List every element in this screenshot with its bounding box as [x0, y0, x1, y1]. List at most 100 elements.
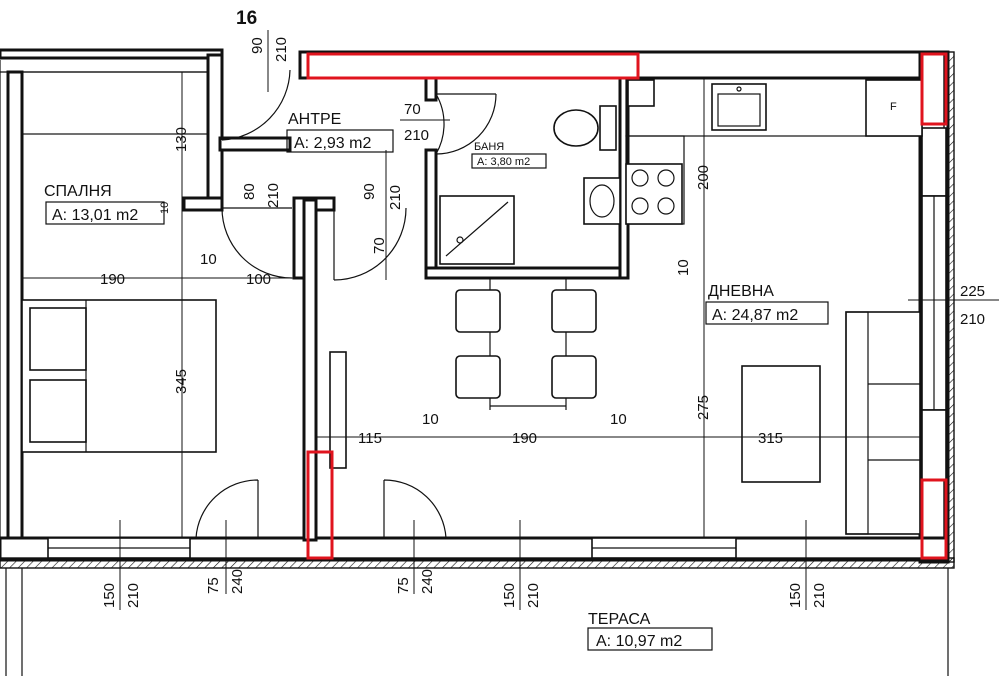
dim-225: 225: [960, 283, 985, 300]
red-markers: [306, 52, 948, 560]
room-name-spalnya: СПАЛНЯ: [44, 183, 112, 200]
dim-315: 315: [758, 430, 783, 447]
bath-cabinet: [627, 79, 655, 107]
wall-bath-bottom: [424, 266, 628, 280]
dim-bath-door-h: 210: [404, 127, 429, 144]
dim-window2-a: 150: [501, 583, 518, 608]
door-entry: [221, 68, 291, 141]
wall-bedroom-right-low: [182, 196, 224, 212]
dining-set: [455, 278, 597, 410]
room-name-antre: АНТРЕ: [288, 111, 341, 128]
dim-80-h: 210: [265, 183, 282, 208]
door-terrace-right: [383, 479, 447, 539]
marker-bottom-column: [306, 450, 334, 560]
wall-left: [6, 70, 24, 544]
room-labels: 16 АНТРЕ A: 2,93 m2 БАНЯ A: 3,80 m2 СПАЛ…: [44, 8, 829, 651]
dim-10-e: 10: [675, 259, 692, 276]
dim-200: 200: [695, 165, 712, 190]
tv-unit: [329, 351, 347, 469]
dim-345: 345: [173, 369, 190, 394]
windows: [47, 127, 947, 559]
dining-chair: [551, 355, 597, 399]
burner-icon: [631, 169, 649, 187]
dim-window1-a: 150: [101, 583, 118, 608]
door-bedroom: [221, 207, 293, 279]
toilet-tank: [599, 105, 617, 151]
dining-chair: [551, 289, 597, 333]
door-terrace-left: [195, 479, 259, 539]
burner-icon: [631, 197, 649, 215]
dim-door2-a: 75: [395, 577, 412, 594]
room-name-banya: БАНЯ: [474, 141, 504, 153]
wall-top-right: [298, 50, 942, 80]
dimension-texts: 90 210 70 210 80 210 90 210 70 130 10 19…: [100, 30, 985, 610]
dim-window3-b: 210: [811, 583, 828, 608]
shower-drain-icon: [456, 236, 464, 244]
dim-90-h: 210: [387, 185, 404, 210]
room-area-dnevna: A: 24,87 m2: [712, 307, 798, 324]
wall-entry-right: [218, 136, 292, 152]
dim-10-b: 10: [200, 251, 217, 268]
room-area-terasa: A: 10,97 m2: [596, 633, 682, 650]
dim-window1-b: 210: [125, 583, 142, 608]
doors: [195, 68, 497, 539]
dim-225-h: 210: [960, 311, 985, 328]
room-area-antre: A: 2,93 m2: [294, 135, 371, 152]
wall-bath-left: [424, 148, 438, 277]
bed: [21, 299, 217, 453]
living-furniture: [329, 311, 921, 535]
wall-bath-top-stub: [424, 76, 438, 102]
dim-130: 130: [173, 127, 190, 152]
marker-right-top: [920, 52, 948, 126]
door-living: [333, 207, 407, 281]
bathroom-fixtures: [439, 79, 655, 265]
wall-bottom-hatch: [0, 557, 955, 569]
room-area-banya: A: 3,80 m2: [477, 156, 530, 168]
sofa: [845, 311, 921, 535]
dim-90: 90: [361, 183, 378, 200]
unit-number: 16: [236, 8, 257, 29]
pillow: [29, 379, 87, 443]
dining-chair: [455, 355, 501, 399]
marker-right-bottom: [920, 478, 948, 560]
dim-door1-b: 240: [229, 569, 246, 594]
dim-115: 115: [358, 430, 382, 447]
marker-top: [306, 52, 640, 80]
kitchen-sink: [711, 83, 767, 131]
kitchen: F: [625, 79, 923, 225]
burner-icon: [657, 169, 675, 187]
room-name-terasa: ТЕРАСА: [588, 611, 651, 628]
pillow: [29, 307, 87, 371]
dim-entry-door-h: 210: [273, 37, 290, 62]
wall-partition-living: [302, 198, 318, 542]
dim-275: 275: [695, 395, 712, 420]
wall-bedroom-entry: [206, 53, 224, 207]
terrace: [5, 568, 949, 676]
wall-top-left: [0, 48, 224, 60]
door-bath: [435, 93, 497, 155]
window-right-top: [921, 127, 947, 197]
dim-10-d: 10: [610, 411, 627, 428]
dim-door2-b: 240: [419, 569, 436, 594]
fridge-label: F: [890, 101, 897, 113]
dining-chair: [455, 289, 501, 333]
window-right-low: [921, 409, 947, 481]
dim-entry-door-w: 90: [249, 37, 266, 54]
dim-window3-a: 150: [787, 583, 804, 608]
dimension-lines: [22, 72, 999, 538]
dim-window2-b: 210: [525, 583, 542, 608]
dim-10-a: 10: [159, 202, 171, 214]
dim-190-top: 190: [100, 271, 125, 288]
dim-bath-door-w: 70: [404, 101, 421, 118]
toilet-bowl: [553, 109, 599, 147]
dim-100: 100: [246, 271, 271, 288]
coffee-table: [741, 365, 821, 483]
room-name-dnevna: ДНЕВНА: [708, 283, 774, 300]
bedroom-closet: [21, 71, 209, 135]
dim-80: 80: [241, 183, 258, 200]
dim-10-c: 10: [422, 411, 439, 428]
dim-70-vertical: 70: [371, 237, 388, 254]
dim-door1-a: 75: [205, 577, 222, 594]
room-area-spalnya: A: 13,01 m2: [52, 207, 138, 224]
